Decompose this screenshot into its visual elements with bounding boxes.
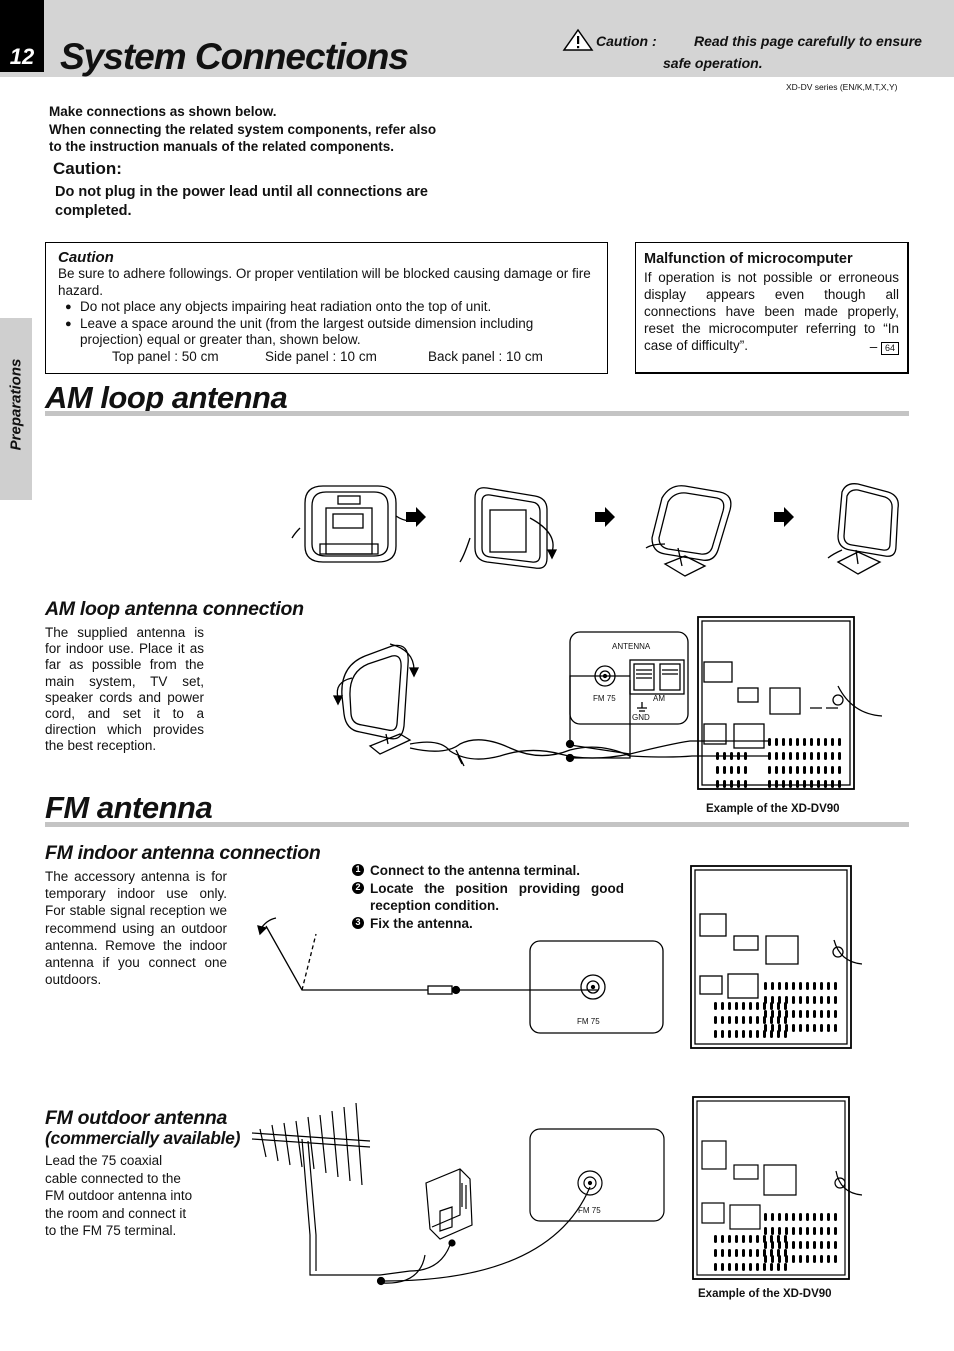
- caution-bullet-1: Do not place any objects impairing heat …: [58, 299, 595, 316]
- top-caution: Caution : Read this page carefully to ens…: [596, 30, 922, 74]
- ventilation-caution-box: Caution Be sure to adhere followings. Or…: [45, 242, 608, 374]
- step-number: 1: [352, 864, 364, 876]
- step-text: Connect to the antenna terminal.: [370, 863, 581, 878]
- step-2: 2 Locate the position providing good rece…: [352, 880, 624, 915]
- am-section-rule: [45, 411, 909, 416]
- fm-outdoor-heading: FM outdoor antenna (commercially availab…: [45, 1108, 240, 1148]
- arrow-icon: [595, 507, 615, 527]
- caution-box-text: Be sure to adhere followings. Or proper …: [58, 266, 591, 298]
- vent-pattern: [716, 738, 841, 788]
- intro-line-2: When connecting the related system compo…: [49, 121, 437, 137]
- am-section-title: AM loop antenna: [45, 380, 288, 415]
- fm-section-title: FM antenna: [45, 790, 213, 825]
- am-connection-illustration: [332, 616, 883, 790]
- malfunction-text: If operation is not possible or erroneou…: [644, 270, 899, 353]
- clearance-dimensions: Top panel : 50 cm Side panel : 10 cm Bac…: [58, 349, 595, 366]
- intro-line-1: Make connections as shown below.: [49, 104, 277, 119]
- page-reference: – 64: [644, 338, 899, 355]
- caution-heading: Caution:: [53, 159, 122, 178]
- fm-steps: 1 Connect to the antenna terminal. 2 Locat…: [352, 862, 624, 932]
- series-label: XD-DV series (EN/K,M,T,X,Y): [786, 82, 898, 92]
- caution-bullet-2: Leave a space around the unit (from the …: [58, 316, 595, 349]
- header-band: [0, 0, 954, 77]
- step-text: Locate the position providing good recep…: [370, 880, 624, 914]
- gnd-terminal-label: GND: [632, 713, 650, 722]
- step-1: 1 Connect to the antenna terminal.: [352, 862, 624, 880]
- fm-indoor-illustration: [257, 865, 863, 1049]
- fm-outdoor-illustration: [251, 1096, 863, 1286]
- am-connection-heading: AM loop antenna connection: [45, 598, 304, 620]
- warning-icon: [562, 28, 594, 51]
- caution-text-1: Read this page carefully to ensure: [694, 33, 922, 49]
- fm75-indoor-label: FM 75: [577, 1017, 600, 1026]
- fm75-outdoor-label: FM 75: [578, 1206, 601, 1215]
- page-number: 12: [0, 0, 44, 72]
- side-clearance: Side panel : 10 cm: [265, 348, 377, 364]
- am-example-caption: Example of the XD-DV90: [706, 803, 840, 815]
- step-number: 2: [352, 881, 364, 894]
- malfunction-heading: Malfunction of microcomputer: [644, 251, 853, 267]
- caution-body: Do not plug in the power lead until all …: [55, 184, 428, 219]
- arrow-icon: [406, 507, 426, 527]
- step-3: 3 Fix the antenna.: [352, 915, 624, 933]
- antenna-terminal-label: ANTENNA: [612, 642, 651, 651]
- step-text: Fix the antenna.: [370, 915, 473, 931]
- page-title: System Connections: [60, 36, 409, 77]
- intro: Make connections as shown below. When co…: [49, 103, 436, 156]
- arrow-icon: [774, 507, 794, 527]
- caution-box-heading: Caution: [58, 249, 114, 266]
- caution-label: Caution :: [596, 33, 657, 49]
- fm-indoor-heading: FM indoor antenna connection: [45, 842, 321, 864]
- back-clearance: Back panel : 10 cm: [428, 348, 543, 364]
- fm-indoor-text: The accessory antenna is for temporary i…: [45, 869, 227, 988]
- fm-example-caption: Example of the XD-DV90: [698, 1288, 832, 1300]
- side-tab: Preparations: [0, 318, 32, 500]
- am-connection-text: The supplied antenna is for indoor use. …: [45, 625, 204, 754]
- intro-line-3: to the instruction manuals of the relate…: [49, 139, 395, 154]
- caution-text-2: safe operation.: [663, 55, 763, 71]
- top-clearance: Top panel : 50 cm: [112, 348, 219, 364]
- fm-section-rule: [45, 822, 909, 827]
- am-terminal-label: AM: [653, 694, 665, 703]
- reference-page: 64: [880, 342, 899, 355]
- fm-outdoor-heading-line-2: (commercially available): [45, 1128, 241, 1148]
- am-antenna-assembly-illustration: [291, 483, 899, 577]
- step-number: 3: [352, 916, 364, 929]
- side-tab-label: Preparations: [7, 358, 25, 451]
- fm75-terminal-label: FM 75: [593, 694, 616, 703]
- fm-outdoor-text: Lead the 75 coaxial cable connected to t…: [45, 1153, 193, 1238]
- malfunction-box: Malfunction of microcomputer If operatio…: [635, 242, 909, 374]
- fm-outdoor-heading-line-1: FM outdoor antenna: [45, 1107, 227, 1129]
